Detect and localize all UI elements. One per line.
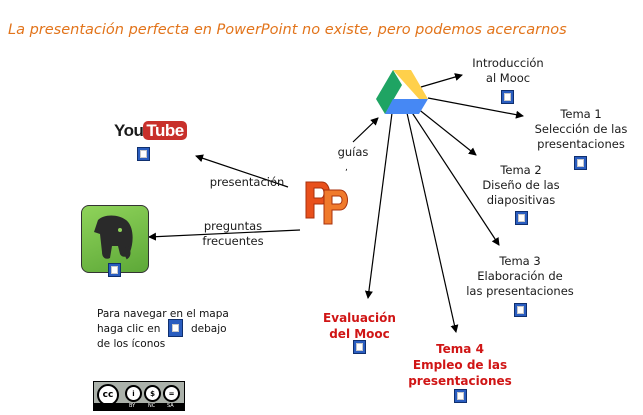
- node-tema1-line-3: presentaciones: [537, 137, 625, 151]
- instructions-line-1: Para navegar en el mapa: [97, 308, 229, 320]
- document-link-icon[interactable]: [353, 340, 366, 354]
- node-tema3-line-1: Tema 3: [499, 254, 541, 268]
- cc-by-icon: i: [125, 385, 142, 402]
- arrow-drive-tema1: [427, 97, 524, 119]
- arrow-drive-tema2: [416, 107, 477, 156]
- node-tema1: Tema 1 Selección de las presentaciones: [526, 107, 636, 152]
- arrow-ppt-drive: [352, 117, 379, 143]
- arrow-drive-intro: [420, 73, 463, 88]
- link-label-preguntas-line-2: frecuentes: [202, 234, 264, 248]
- node-evaluacion: Evaluación del Mooc: [312, 310, 407, 342]
- arrow-drive-evaluacion: [364, 112, 393, 299]
- document-link-icon[interactable]: [501, 90, 514, 104]
- cc-label-bar: BY NC SA: [94, 403, 184, 410]
- cc-nc-label: NC: [148, 403, 156, 409]
- instructions-line-2-start: haga clic en: [97, 323, 161, 335]
- cc-sa-icon: =: [163, 385, 180, 402]
- youtube-logo-you: You: [114, 121, 144, 140]
- document-link-icon[interactable]: [514, 303, 527, 317]
- cc-nc-icon: $: [144, 385, 161, 402]
- link-label-guias-comma: ,: [345, 163, 348, 173]
- node-tema2: Tema 2 Diseño de las diapositivas: [471, 163, 571, 208]
- node-tema1-line-1: Tema 1: [560, 107, 602, 121]
- link-label-preguntas-line-1: preguntas: [203, 219, 263, 233]
- document-link-icon[interactable]: [515, 211, 528, 225]
- link-label-preguntas: preguntas frecuentes: [193, 219, 273, 249]
- document-link-icon[interactable]: [454, 389, 467, 403]
- node-tema3-line-2: Elaboración de: [477, 269, 563, 283]
- document-link-icon[interactable]: [137, 147, 150, 161]
- node-tema3: Tema 3 Elaboración de las presentaciones: [460, 254, 580, 299]
- instructions-line-3: de los íconos: [97, 338, 166, 350]
- node-tema4-line-2: Empleo de las: [412, 358, 508, 372]
- instructions-line-2-end: debajo: [191, 323, 227, 335]
- creative-commons-icon[interactable]: cc i $ = BY NC SA: [93, 381, 185, 411]
- node-evaluacion-line-1: Evaluación: [323, 311, 396, 325]
- node-tema2-line-3: diapositivas: [486, 193, 556, 207]
- node-tema1-line-2: Selección de las: [534, 122, 628, 136]
- node-tema4: Tema 4 Empleo de las presentaciones: [395, 341, 525, 389]
- arrow-to-evernote: [148, 229, 301, 241]
- google-drive-icon[interactable]: [376, 70, 428, 114]
- link-label-presentacion: presentación: [209, 175, 285, 189]
- document-link-icon[interactable]: [574, 156, 587, 170]
- arrow-to-youtube: [195, 154, 289, 188]
- navigation-instructions: Para navegar en el mapa haga clic en deb…: [97, 307, 229, 352]
- node-intro-line-1: Introducción: [472, 56, 544, 70]
- link-label-guias: guías: [337, 145, 369, 159]
- node-tema4-line-3: presentaciones: [408, 374, 512, 388]
- evernote-icon[interactable]: [81, 205, 149, 273]
- node-tema2-line-1: Tema 2: [500, 163, 542, 177]
- node-intro-line-2: al Mooc: [485, 71, 531, 85]
- document-link-icon[interactable]: [108, 263, 121, 277]
- instructions-line-2: haga clic en debajo: [97, 319, 229, 337]
- page-title: La presentación perfecta en PowerPoint n…: [8, 22, 567, 38]
- arrow-drive-tema4: [406, 112, 459, 333]
- node-evaluacion-line-2: del Mooc: [329, 327, 390, 341]
- evernote-elephant-icon: [94, 215, 133, 260]
- youtube-logo-tube: Tube: [143, 121, 187, 140]
- cc-by-label: BY: [129, 403, 136, 409]
- node-intro: Introducción al Mooc: [458, 56, 558, 86]
- arrow-drive-tema3: [410, 110, 500, 246]
- node-tema3-line-3: las presentaciones: [466, 284, 574, 298]
- cc-sa-label: SA: [167, 403, 174, 409]
- powerpoint-icon[interactable]: [302, 178, 354, 226]
- node-tema4-line-1: Tema 4: [436, 342, 484, 356]
- document-link-icon: [168, 319, 183, 337]
- node-tema2-line-2: Diseño de las: [482, 178, 560, 192]
